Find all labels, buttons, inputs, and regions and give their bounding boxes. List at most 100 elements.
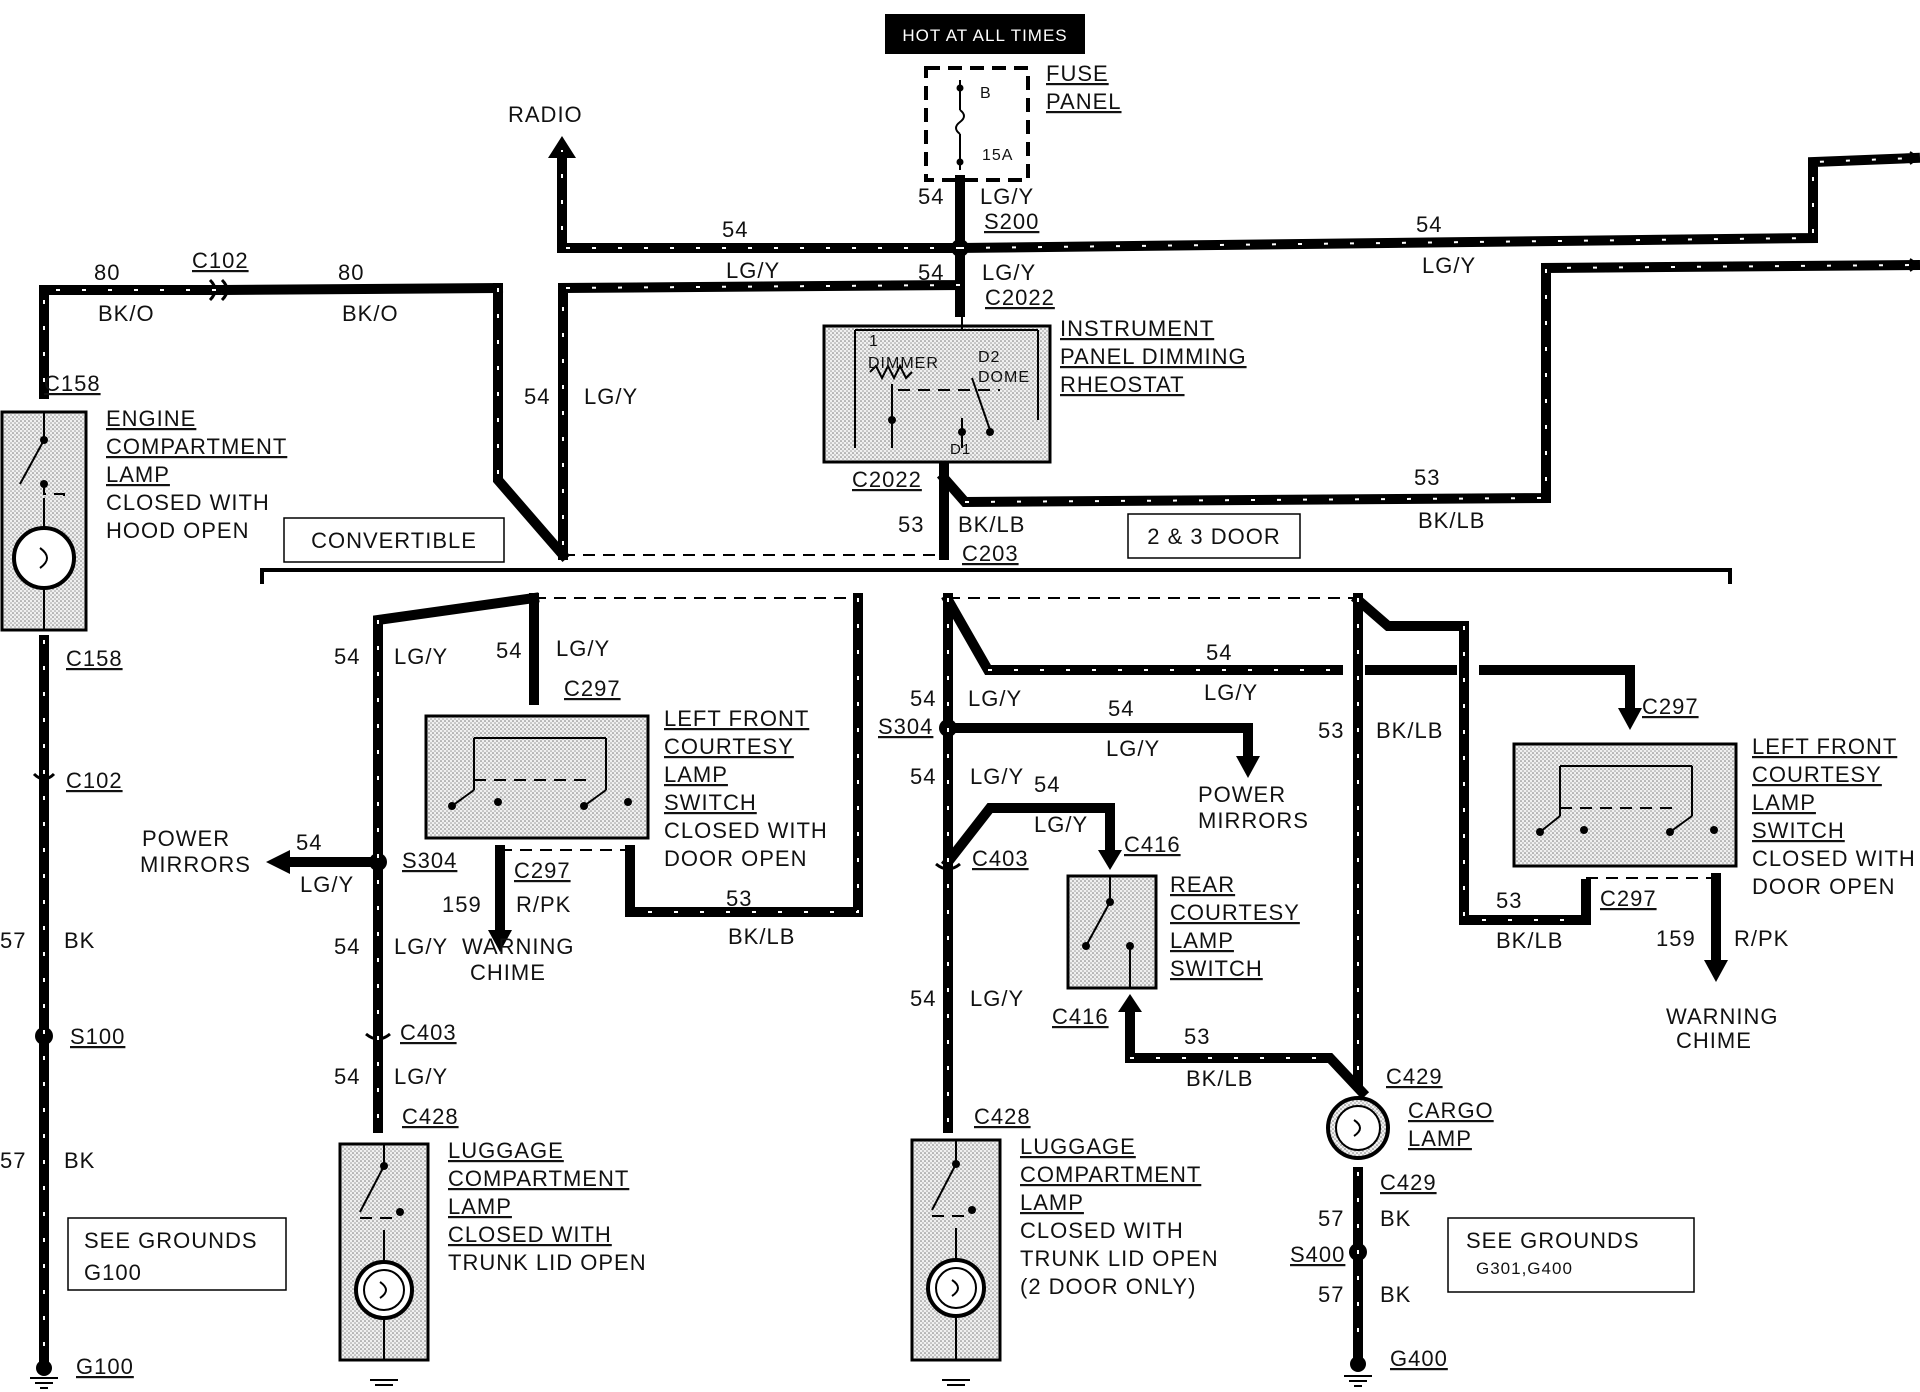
lf-switch-23-title-4: SWITCH — [1752, 818, 1845, 843]
c102-left-label: C102 — [66, 768, 123, 793]
label-lgy-23-b: LG/Y — [970, 764, 1024, 789]
label-53-conv: 53 — [726, 886, 752, 911]
luggage-conv-desc-2: TRUNK LID OPEN — [448, 1250, 647, 1275]
label-lgy-conv-left: LG/Y — [394, 644, 448, 669]
luggage-23-desc-1: CLOSED WITH — [1020, 1218, 1184, 1243]
see-grounds-right: SEE GROUNDS — [1466, 1228, 1640, 1253]
label-53-lf-23: 53 — [1496, 888, 1522, 913]
label-rpk-conv: R/PK — [516, 892, 571, 917]
g400-label: G400 — [1390, 1346, 1448, 1371]
convertible-box: CONVERTIBLE — [283, 517, 505, 563]
engine-lamp-desc-1: CLOSED WITH — [106, 490, 270, 515]
label-57-left-bottom: 57 — [0, 1148, 26, 1173]
c297-conv-top: C297 — [564, 676, 621, 701]
c429-top-label: C429 — [1386, 1064, 1443, 1089]
rheostat-d2: D2 — [978, 349, 1000, 366]
wire-23-c416 — [940, 803, 1115, 870]
fuse-panel-title-1: FUSE — [1046, 61, 1109, 86]
label-bklb-cargo: BK/LB — [1376, 718, 1443, 743]
wire-bko-right — [493, 283, 571, 563]
cargo-lamp-title-2: LAMP — [1408, 1126, 1472, 1151]
wire-bko-left — [39, 285, 221, 399]
luggage-23-title-1: LUGGAGE — [1020, 1134, 1136, 1159]
warning-23-2: CHIME — [1676, 1028, 1752, 1053]
label-lgy-conv-lower: LG/Y — [394, 934, 448, 959]
luggage-conv-title-3: LAMP — [448, 1194, 512, 1219]
two-three-door-label: 2 & 3 DOOR — [1147, 524, 1280, 549]
s304-conv-label: S304 — [402, 848, 457, 873]
label-bk-cargo-b: BK — [1380, 1282, 1411, 1307]
label-57-left-top: 57 — [0, 928, 26, 953]
power-mirrors-conv-1: POWER — [142, 826, 230, 851]
c403-conv-label: C403 — [400, 1020, 457, 1045]
fuse-panel: B 15A — [924, 66, 1030, 182]
engine-lamp-title-1: ENGINE — [106, 406, 196, 431]
see-grounds-g301: G301,G400 — [1476, 1259, 1573, 1278]
wire-53-lf — [1350, 592, 1591, 925]
label-bk-left-bottom: BK — [64, 1148, 95, 1173]
label-54-23-top: 54 — [1206, 640, 1232, 665]
wire-53-rear — [1125, 1005, 1370, 1100]
s400-label: S400 — [1290, 1242, 1345, 1267]
luggage-23-desc-2: TRUNK LID OPEN — [1020, 1246, 1219, 1271]
label-lgy-23-a: LG/Y — [968, 686, 1022, 711]
c428-conv-label: C428 — [402, 1104, 459, 1129]
cargo-lamp — [1326, 1096, 1390, 1160]
luggage-compartment-lamp-23 — [910, 1138, 1002, 1386]
luggage-23-title-2: COMPARTMENT — [1020, 1162, 1201, 1187]
luggage-23-desc-3: (2 DOOR ONLY) — [1020, 1274, 1196, 1299]
engine-lamp-desc-2: HOOD OPEN — [106, 518, 249, 543]
luggage-conv-title-2: COMPARTMENT — [448, 1166, 629, 1191]
wire-23-top-c — [1479, 665, 1635, 713]
lf-switch-23-desc-2: DOOR OPEN — [1752, 874, 1895, 899]
wire-radio — [557, 145, 965, 253]
label-lgy-fuse: LG/Y — [980, 184, 1034, 209]
see-grounds-left: SEE GROUNDS — [84, 1228, 258, 1253]
left-front-courtesy-switch-conv — [424, 714, 650, 840]
label-bko-right: BK/O — [342, 301, 399, 326]
label-lgy-conv-mid: LG/Y — [556, 636, 610, 661]
label-53-c203: 53 — [898, 512, 924, 537]
label-54-23-a: 54 — [910, 686, 936, 711]
label-lgy-right: LG/Y — [1422, 253, 1476, 278]
lf-switch-conv-title-4: SWITCH — [664, 790, 757, 815]
label-lgy-23-c: LG/Y — [970, 986, 1024, 1011]
ground-g100-icon — [30, 1377, 58, 1389]
power-mirrors-23-1: POWER — [1198, 782, 1286, 807]
rheostat-pin-1: 1 — [869, 333, 879, 350]
engine-lamp-title-3: LAMP — [106, 462, 170, 487]
label-lgy-c2022: LG/Y — [982, 260, 1036, 285]
see-grounds-g100-box: SEE GROUNDS G100 — [67, 1217, 287, 1291]
fuse-pin: B — [980, 85, 992, 102]
ground-g400-icon — [1344, 1375, 1372, 1387]
option-divider — [260, 568, 1732, 584]
label-53-right: 53 — [1414, 465, 1440, 490]
luggage-23-title-3: LAMP — [1020, 1190, 1084, 1215]
wire-lgy-convertible — [558, 243, 965, 560]
lf-switch-23-title-1: LEFT FRONT — [1752, 734, 1897, 759]
label-rpk-23: R/PK — [1734, 926, 1789, 951]
c403-23-label: C403 — [972, 846, 1029, 871]
rheostat-dimmer: DIMMER — [868, 355, 939, 372]
label-54-conv-c428: 54 — [334, 1064, 360, 1089]
label-lgy-23-top: LG/Y — [1204, 680, 1258, 705]
rheostat-title-2: PANEL DIMMING — [1060, 344, 1247, 369]
power-mirrors-23-2: MIRRORS — [1198, 808, 1309, 833]
left-front-courtesy-switch-23 — [1512, 742, 1738, 868]
radio-label: RADIO — [508, 102, 583, 127]
label-54-23-b: 54 — [910, 764, 936, 789]
label-bk-left-top: BK — [64, 928, 95, 953]
hot-label: HOT AT ALL TIMES — [902, 26, 1067, 45]
label-lgy-c416: LG/Y — [1034, 812, 1088, 837]
c102-top-label: C102 — [192, 248, 249, 273]
c429-bottom-label: C429 — [1380, 1170, 1437, 1195]
two-three-door-box: 2 & 3 DOOR — [1127, 513, 1301, 559]
see-grounds-g100: G100 — [84, 1260, 142, 1285]
s100-splice — [35, 1027, 53, 1045]
label-54-radio: 54 — [722, 217, 748, 242]
label-159-23: 159 — [1656, 926, 1696, 951]
warning-conv-1: WARNING — [462, 934, 575, 959]
c297-23-bottom: C297 — [1600, 886, 1657, 911]
label-bklb-right: BK/LB — [1418, 508, 1485, 533]
convertible-label: CONVERTIBLE — [311, 528, 477, 553]
